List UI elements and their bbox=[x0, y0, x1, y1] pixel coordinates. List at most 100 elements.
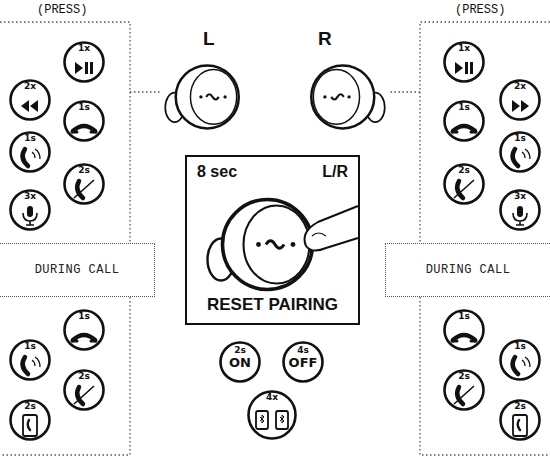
node-text: 1s bbox=[458, 103, 470, 113]
node-text: DURING CALL bbox=[426, 263, 511, 277]
circle-ring bbox=[221, 343, 260, 382]
panel-outline bbox=[420, 297, 550, 455]
circle-ring bbox=[501, 81, 540, 120]
circle-ring bbox=[65, 102, 104, 141]
node-text: 1s bbox=[78, 103, 90, 113]
transfer-icon bbox=[23, 415, 37, 436]
pairing-phones-icon bbox=[256, 411, 288, 429]
circle-ring bbox=[501, 341, 540, 380]
circle-ring bbox=[65, 43, 104, 82]
node-text: 2s bbox=[458, 372, 470, 382]
answer-icon bbox=[513, 357, 530, 374]
node-text: 2x bbox=[24, 82, 36, 92]
leader-line bbox=[388, 91, 420, 92]
button-circle: 1s bbox=[63, 100, 105, 142]
end-call-icon bbox=[452, 335, 476, 341]
circle-ring bbox=[445, 43, 484, 82]
button-circle: 2s bbox=[9, 399, 51, 441]
play-pause-icon bbox=[455, 62, 473, 74]
node-text: ON bbox=[229, 356, 251, 370]
rewind-icon bbox=[21, 100, 38, 112]
button-circle: 2x bbox=[499, 79, 541, 121]
circle-ring bbox=[445, 165, 484, 204]
text-row: 8 sec L/R bbox=[197, 163, 348, 181]
node-text: 2x bbox=[514, 82, 526, 92]
circle-ring bbox=[445, 311, 484, 350]
node-text: 2s bbox=[24, 402, 36, 412]
button-circle: 1s bbox=[443, 100, 485, 142]
reject-icon bbox=[454, 180, 474, 198]
press-label: (PRESS) bbox=[455, 3, 505, 17]
reject-icon bbox=[74, 386, 94, 404]
panel-outline bbox=[420, 22, 550, 243]
finger bbox=[305, 206, 359, 251]
button-circle: 3x bbox=[9, 189, 51, 231]
transfer-icon bbox=[513, 415, 527, 436]
node-text: 8 sec bbox=[197, 163, 237, 181]
node-text: L/R bbox=[322, 163, 348, 181]
node-text: 1s bbox=[24, 342, 36, 352]
button-circle: 1s bbox=[499, 131, 541, 173]
panel-outline bbox=[0, 297, 130, 455]
left-earbud bbox=[165, 65, 239, 128]
button-circle: 1x bbox=[443, 41, 485, 83]
right-earbud-group bbox=[311, 65, 385, 128]
node-text: 2s bbox=[458, 166, 470, 176]
circle-ring bbox=[284, 343, 323, 382]
circle-ring bbox=[65, 311, 104, 350]
power-circle: 4sOFF bbox=[282, 341, 324, 383]
circle-ring bbox=[11, 133, 50, 172]
circle-ring bbox=[65, 165, 104, 204]
node-text: 2s bbox=[78, 166, 90, 176]
reset-box: 8 sec L/R RESET PAIRING bbox=[185, 155, 360, 325]
circle-ring bbox=[445, 371, 484, 410]
forward-icon bbox=[512, 100, 529, 112]
end-call-icon bbox=[72, 335, 96, 341]
circle-ring bbox=[501, 401, 540, 440]
circle-ring bbox=[11, 191, 50, 230]
node-text: 2s bbox=[78, 372, 90, 382]
answer-icon bbox=[513, 149, 530, 166]
node-text: RESET PAIRING bbox=[205, 295, 340, 315]
circle-ring bbox=[445, 102, 484, 141]
button-circle: 2s bbox=[63, 369, 105, 411]
button-circle: 2s bbox=[443, 163, 485, 205]
call-band: DURING CALL bbox=[385, 243, 550, 297]
circle-ring bbox=[501, 133, 540, 172]
end-call-icon bbox=[72, 126, 96, 132]
circle-ring bbox=[11, 81, 50, 120]
side-label: R bbox=[318, 28, 332, 50]
end-call-icon bbox=[452, 126, 476, 132]
node-text: 3x bbox=[24, 192, 36, 202]
button-circle: 2s bbox=[499, 399, 541, 441]
node-text: 2s bbox=[234, 346, 246, 356]
node-text: 4x bbox=[266, 393, 278, 403]
node-text: 2s bbox=[514, 402, 526, 412]
node-text: 3x bbox=[514, 192, 526, 202]
mic-icon bbox=[513, 206, 527, 225]
node-text: 1s bbox=[24, 134, 36, 144]
node-text: 4s bbox=[297, 346, 309, 356]
button-circle: 1s bbox=[499, 339, 541, 381]
circle-ring bbox=[501, 191, 540, 230]
button-circle: 1x bbox=[63, 41, 105, 83]
button-circle: 2x bbox=[9, 79, 51, 121]
button-circle: 1s bbox=[9, 339, 51, 381]
power-circle: 2sON bbox=[219, 341, 261, 383]
node-text: 1s bbox=[78, 312, 90, 322]
node-text: 1x bbox=[78, 44, 90, 54]
circle-ring bbox=[11, 341, 50, 380]
panel-outline bbox=[0, 22, 130, 243]
leader-line bbox=[130, 91, 162, 92]
right-earbud bbox=[311, 65, 385, 128]
node-text: 1x bbox=[458, 44, 470, 54]
node-text: OFF bbox=[289, 356, 318, 370]
circle-ring bbox=[11, 401, 50, 440]
circle-ring bbox=[65, 371, 104, 410]
circle-ring bbox=[249, 392, 296, 439]
pairing-circle: 4x bbox=[247, 390, 297, 440]
button-circle: 1s bbox=[9, 131, 51, 173]
fingernail bbox=[312, 233, 326, 236]
reject-icon bbox=[74, 180, 94, 198]
